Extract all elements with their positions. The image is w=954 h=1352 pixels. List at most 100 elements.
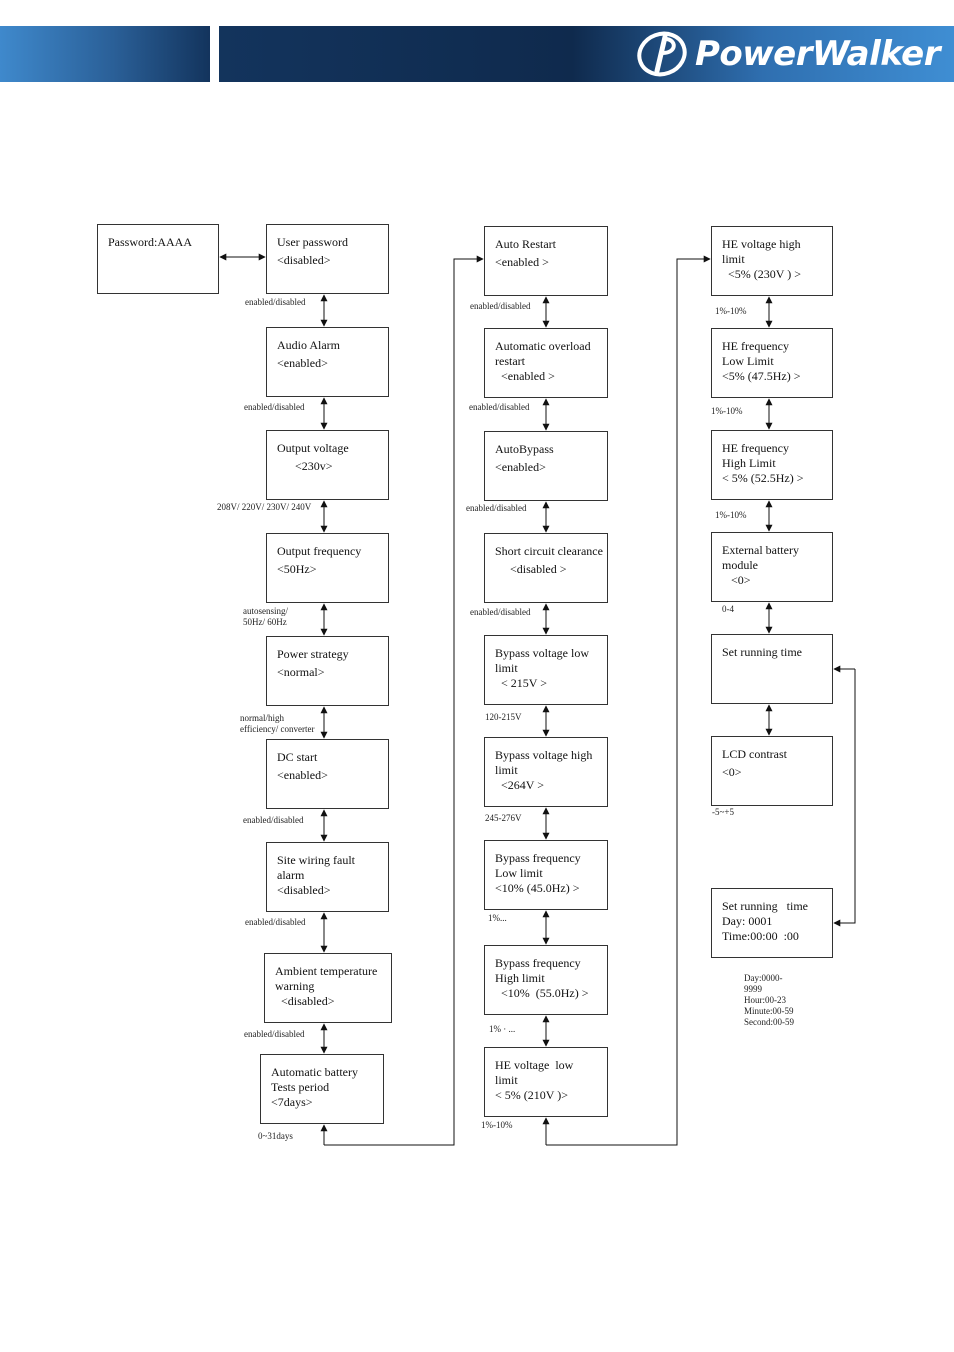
menu-node-power-strategy: Power strategy <normal> (266, 636, 389, 706)
node-line: Time:00:00 :00 (722, 929, 799, 943)
node-line: limit (495, 1073, 518, 1087)
range-label: enabled/disabled (469, 402, 530, 412)
node-line: Output frequency (277, 544, 362, 558)
range-label: enabled/disabled (244, 1029, 305, 1039)
powerwalker-logo-icon (637, 31, 687, 77)
node-line: Low Limit (722, 354, 774, 368)
node-line: limit (495, 661, 518, 675)
node-line: External battery (722, 543, 799, 557)
menu-node-audio-alarm: Audio Alarm <enabled> (266, 327, 389, 397)
node-line: warning (275, 979, 315, 993)
node-line: < 215V > (495, 676, 547, 690)
node-line: Day: 0001 (722, 914, 773, 928)
node-line: HE voltage high (722, 237, 801, 251)
node-line: Bypass frequency (495, 956, 581, 970)
node-line: <disabled> (277, 253, 331, 267)
node-line: <enabled> (495, 460, 546, 474)
node-line: <5% (47.5Hz) > (722, 369, 801, 383)
node-line: High Limit (722, 456, 776, 470)
menu-node-password: Password:AAAA (97, 224, 219, 294)
node-line: <enabled> (277, 768, 328, 782)
node-line: <disabled> (275, 994, 335, 1008)
range-label: enabled/disabled (466, 503, 527, 513)
menu-node-lcd-contrast: LCD contrast <0> (711, 736, 833, 806)
node-line: Bypass frequency (495, 851, 581, 865)
menu-node-auto-restart: Auto Restart<enabled > (484, 226, 608, 296)
node-line: Power strategy (277, 647, 349, 661)
node-line: HE frequency (722, 441, 789, 455)
node-line: <disabled > (495, 562, 567, 576)
range-label: autosensing/ 50Hz/ 60Hz (243, 606, 288, 627)
menu-node-dc-start: DC start <enabled> (266, 739, 389, 809)
menu-node-autobypass: AutoBypass<enabled> (484, 431, 608, 501)
range-label: 0~31days (258, 1131, 293, 1141)
node-line: HE voltage low (495, 1058, 574, 1072)
range-label: 208V/ 220V/ 230V/ 240V (217, 502, 312, 512)
range-label: enabled/disabled (470, 301, 531, 311)
link-col2-col3 (546, 255, 711, 1146)
range-label: 245-276V (485, 813, 522, 823)
node-line: Bypass voltage high (495, 748, 593, 762)
node-line: <enabled> (277, 356, 328, 370)
node-line: limit (495, 763, 518, 777)
range-label: 0-4 (722, 604, 734, 614)
node-line: alarm (277, 868, 305, 882)
node-line: <enabled > (495, 255, 549, 269)
menu-node-set-running-time: Set running time (711, 634, 833, 704)
node-line: Tests period (271, 1080, 330, 1094)
range-label: 1%-10% (711, 406, 743, 416)
node-line: <230v> (277, 459, 333, 473)
header-banner: PowerWalker (0, 26, 954, 82)
node-line: Set running time (722, 645, 802, 659)
range-label: enabled/disabled (244, 402, 305, 412)
range-label: enabled/disabled (243, 815, 304, 825)
node-line: <0> (722, 765, 742, 779)
node-line: restart (495, 354, 525, 368)
node-line: Audio Alarm (277, 338, 340, 352)
node-line: Set running time (722, 899, 808, 913)
node-line: Automatic battery (271, 1065, 358, 1079)
node-line: <0> (722, 573, 751, 587)
node-line: <disabled> (277, 883, 331, 897)
node-line: <264V > (495, 778, 544, 792)
node-line: DC start (277, 750, 318, 764)
node-line: High limit (495, 971, 545, 985)
node-line: <enabled > (495, 369, 555, 383)
brand-name: PowerWalker (694, 34, 941, 74)
range-label: enabled/disabled (245, 917, 306, 927)
node-line: <7days> (271, 1095, 313, 1109)
range-label: 120-215V (485, 712, 522, 722)
range-label: enabled/disabled (470, 607, 531, 617)
menu-node-short-circuit: Short circuit clearance <disabled > (484, 533, 608, 603)
range-label: -5~+5 (712, 807, 734, 817)
node-line: Site wiring fault (277, 853, 355, 867)
node-line: <5% (230V ) > (722, 267, 801, 281)
node-line: Password:AAAA (108, 235, 192, 249)
range-label: 1% · ... (489, 1024, 516, 1034)
range-label: normal/high efficiency/ converter (240, 713, 315, 734)
node-line: HE frequency (722, 339, 789, 353)
menu-node-output-voltage: Output voltage <230v> (266, 430, 389, 500)
node-line: LCD contrast (722, 747, 787, 761)
range-label: Day:0000- 9999 Hour:00-23 Minute:00-59 S… (744, 973, 794, 1027)
node-line: Short circuit clearance (495, 544, 603, 558)
node-line: module (722, 558, 758, 572)
range-label: 1%-10% (715, 306, 747, 316)
node-line: Ambient temperature (275, 964, 378, 978)
node-line: <normal> (277, 665, 325, 679)
node-line: Automatic overload (495, 339, 591, 353)
node-line: Output voltage (277, 441, 349, 455)
node-line: User password (277, 235, 348, 249)
